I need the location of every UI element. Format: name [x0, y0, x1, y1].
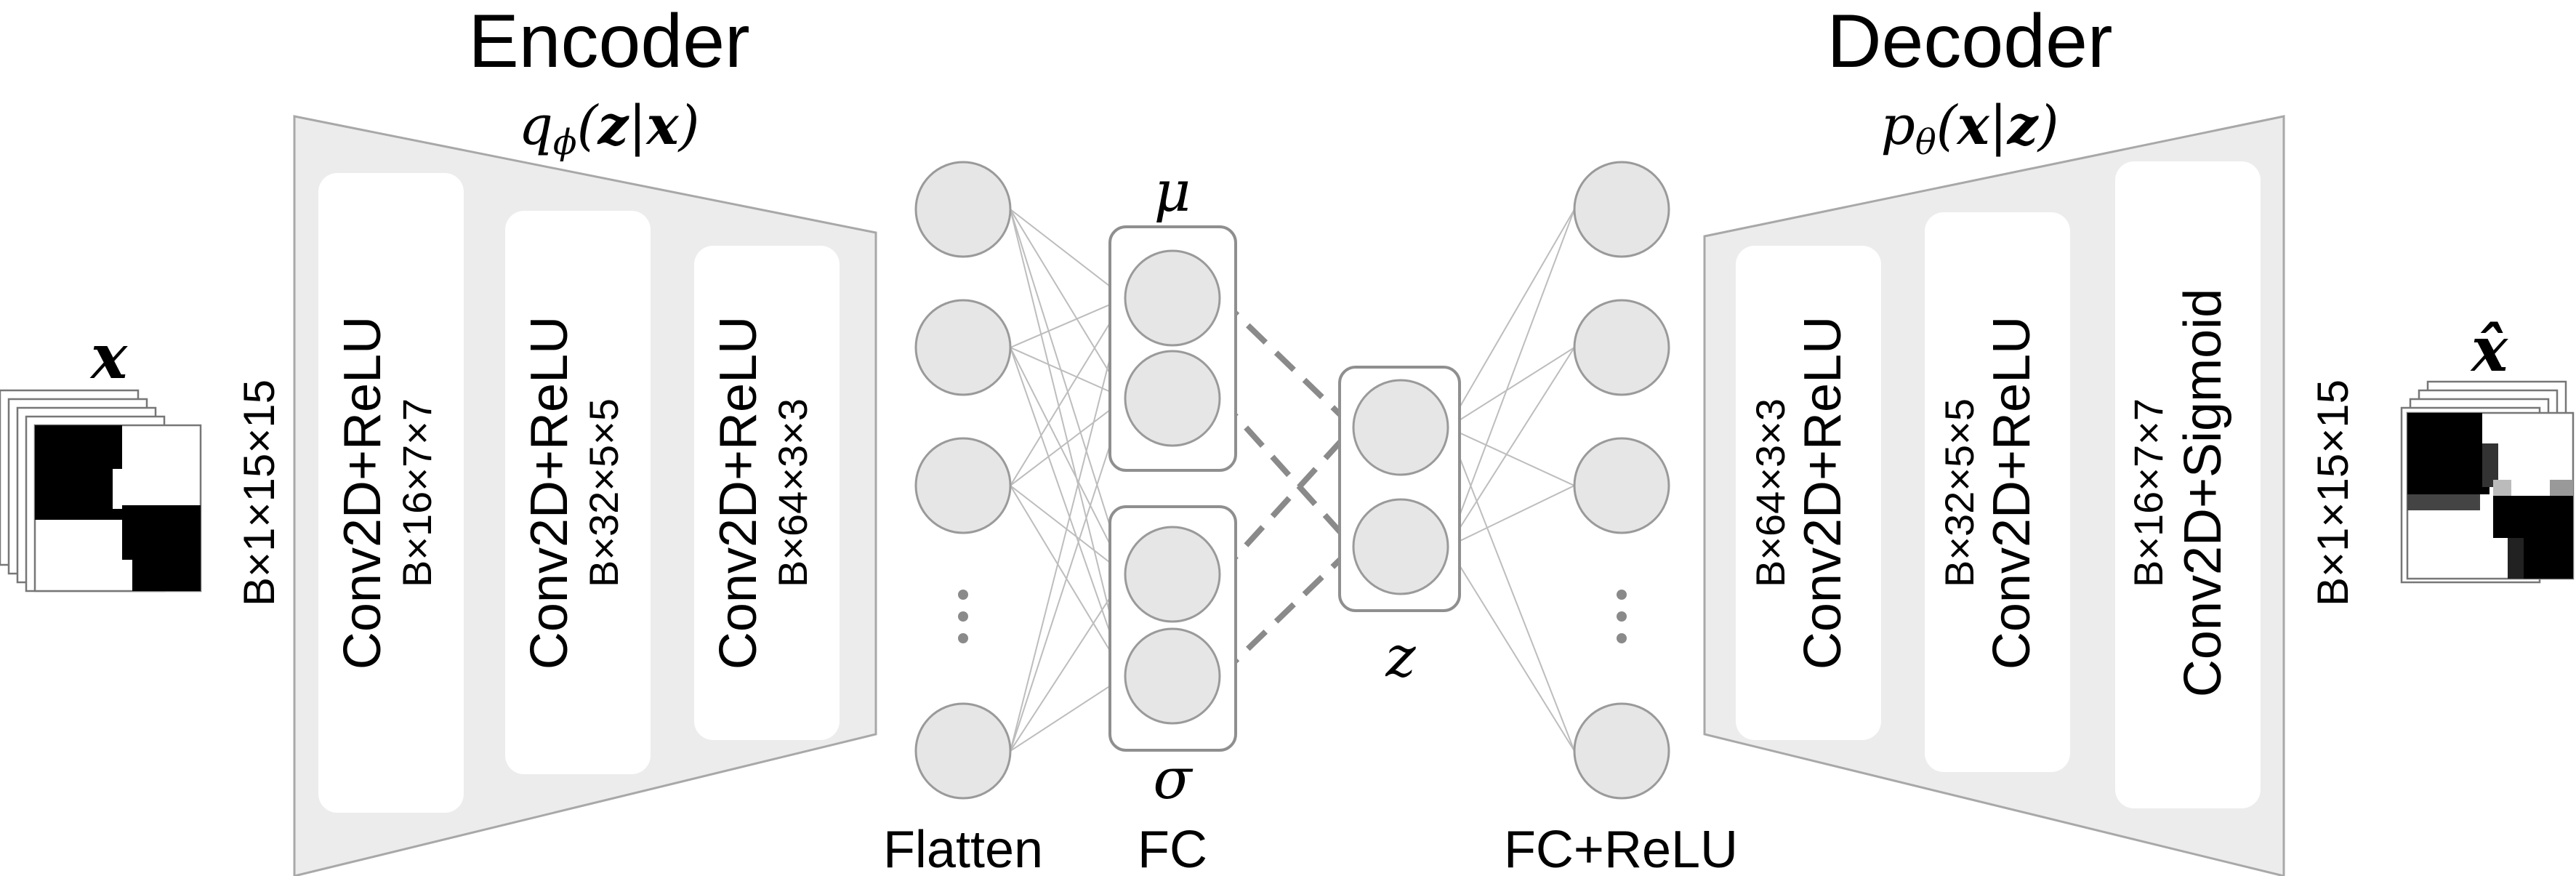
dense-connection: [1447, 546, 1575, 752]
decoder-layer-3-op: Conv2D+Sigmoid: [2174, 289, 2232, 697]
fc-relu-node: [1573, 702, 1670, 800]
dense-connection: [1010, 675, 1126, 752]
fc-relu-node: [1573, 299, 1670, 396]
decoder-layer-2-op: Conv2D+ReLU: [1983, 316, 2041, 670]
sampling-connection: [1217, 396, 1356, 549]
encoder-layer-2-op: Conv2D+ReLU: [520, 316, 579, 670]
dense-connection: [1447, 427, 1575, 486]
dense-connection: [1010, 209, 1126, 299]
decoder-layer-3-panel: [2115, 161, 2261, 808]
dense-connection: [1447, 427, 1575, 752]
fc-relu-node: [1573, 437, 1670, 534]
input-shape: B×1×15×15: [235, 379, 283, 606]
mu-label: μ: [1154, 159, 1191, 225]
encoder-layer-3-shape: B×64×3×3: [770, 398, 816, 587]
dense-connection: [1010, 398, 1126, 486]
fc-relu-label: FC+ReLU: [1504, 821, 1738, 876]
decoder-block: B×64×3×3 Conv2D+ReLU B×32×5×5 Conv2D+ReL…: [1703, 0, 2285, 876]
dense-connection: [1010, 347, 1126, 575]
dense-connection: [1010, 297, 1126, 752]
z-node: [1352, 498, 1449, 595]
dense-connection: [1447, 347, 1575, 547]
decoder-layer-2-panel: [1925, 212, 2070, 772]
sampling-connection: [1217, 296, 1356, 430]
dense-connection: [1010, 347, 1126, 399]
dense-connection: [1010, 297, 1126, 486]
fc-relu-ellipsis: [1617, 590, 1627, 643]
encoder-layer-2-shape: B×32×5×5: [581, 398, 627, 587]
decoder-title: Decoder: [1827, 0, 2112, 84]
sigma-node: [1124, 627, 1221, 725]
flatten-node: [914, 299, 1012, 396]
output-symbol: x̂: [2470, 313, 2508, 385]
flatten-ellipsis: [958, 590, 968, 643]
fc-relu-node: [1573, 161, 1670, 258]
decoder-layer-2-shape: B×32×5×5: [1936, 398, 1982, 587]
decoder-layer-1-panel: [1736, 246, 1881, 740]
flatten-label: Flatten: [883, 821, 1043, 876]
output-image-stack: [2400, 380, 2575, 584]
decoder-formula: pθ(x|z): [1880, 95, 2058, 163]
dense-connection: [1447, 485, 1575, 547]
sigma-label: σ: [1153, 747, 1193, 812]
dense-connection: [1010, 485, 1126, 677]
dense-connection: [1010, 574, 1126, 752]
flatten-node: [914, 702, 1012, 800]
encoder-block: Conv2D+ReLU B×16×7×7 Conv2D+ReLU B×32×5×…: [293, 0, 877, 876]
dense-connection: [1010, 347, 1126, 677]
dense-connection: [1447, 209, 1575, 428]
output-image: [2406, 411, 2575, 580]
sampling-connection: [1217, 545, 1356, 678]
sampling-connections: [1217, 296, 1356, 678]
input-image: [33, 424, 202, 592]
dense-connection: [1010, 485, 1126, 575]
fc-label: FC: [1138, 821, 1207, 876]
encoder-layer-1-shape: B×16×7×7: [394, 398, 440, 587]
dense-connection: [1010, 398, 1126, 752]
decoder-layer-1-shape: B×64×3×3: [1747, 398, 1793, 587]
encoder-layer-3-op: Conv2D+ReLU: [709, 316, 768, 670]
decoder-layer-1-op: Conv2D+ReLU: [1794, 316, 1852, 670]
dense-connection: [1447, 347, 1575, 428]
input-image-stack: [0, 389, 202, 592]
encoder-layer-3-panel: [694, 246, 840, 740]
encoder-formula: qϕ(z|x): [519, 95, 700, 163]
dense-connections: [1010, 209, 1575, 752]
encoder-layer-2-panel: [505, 211, 651, 774]
mu-node: [1124, 249, 1221, 347]
input-symbol: x: [89, 321, 128, 393]
sigma-node: [1124, 526, 1221, 623]
flatten-node: [914, 437, 1012, 534]
network-nodes: [914, 161, 1670, 800]
z-node: [1352, 379, 1449, 476]
z-label: z: [1385, 624, 1416, 690]
dense-connection: [1447, 209, 1575, 547]
encoder-layer-1-panel: [318, 173, 464, 813]
output-shape: B×1×15×15: [2309, 379, 2357, 606]
encoder-layer-1-op: Conv2D+ReLU: [334, 316, 392, 670]
sampling-connection: [1217, 425, 1356, 576]
dense-connection: [1010, 297, 1126, 348]
decoder-layer-3-shape: B×16×7×7: [2125, 398, 2171, 587]
encoder-title: Encoder: [468, 0, 749, 84]
dense-connection: [1010, 209, 1126, 399]
mu-node: [1124, 350, 1221, 447]
flatten-node: [914, 161, 1012, 258]
